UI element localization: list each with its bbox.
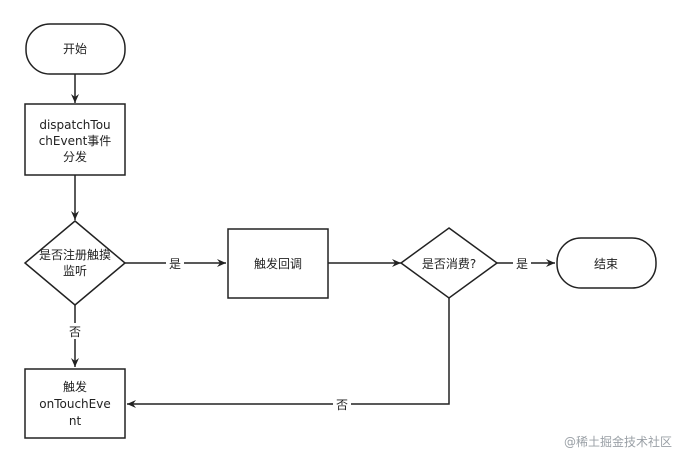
consumed-decision-node: 是否消费? bbox=[399, 227, 499, 299]
ontouch-node: 触发 onTouchEve nt bbox=[24, 368, 126, 439]
ontouch-node-line-1: 触发 bbox=[63, 379, 87, 394]
registered-decision-node: 是否注册触摸 监听 bbox=[23, 220, 127, 306]
registered-decision-line-1: 是否注册触摸 bbox=[39, 247, 111, 262]
edge-label-registered-no: 否 bbox=[69, 325, 81, 339]
edge-label-registered-yes: 是 bbox=[169, 257, 181, 271]
edge-label-consumed-yes: 是 bbox=[516, 257, 528, 271]
dispatch-node: dispatchTou chEvent事件 分发 bbox=[24, 103, 126, 176]
consumed-decision-label: 是否消费? bbox=[422, 257, 476, 271]
dispatch-node-line-2: chEvent事件 bbox=[39, 134, 112, 148]
start-node-label: 开始 bbox=[63, 42, 87, 56]
ontouch-node-line-3: nt bbox=[69, 414, 82, 428]
callback-node: 触发回调 bbox=[227, 228, 329, 299]
end-node: 结束 bbox=[556, 237, 657, 289]
watermark: @稀土掘金技术社区 bbox=[564, 434, 672, 449]
edge-consumed-to-ontouch bbox=[127, 298, 450, 408]
dispatch-node-line-3: 分发 bbox=[63, 149, 87, 164]
callback-node-label: 触发回调 bbox=[254, 256, 302, 271]
dispatch-node-line-1: dispatchTou bbox=[39, 118, 110, 132]
edge-label-consumed-no: 否 bbox=[336, 398, 348, 412]
end-node-label: 结束 bbox=[594, 257, 618, 271]
ontouch-node-line-2: onTouchEve bbox=[39, 397, 110, 411]
registered-decision-line-2: 监听 bbox=[63, 264, 87, 278]
start-node: 开始 bbox=[25, 23, 126, 75]
